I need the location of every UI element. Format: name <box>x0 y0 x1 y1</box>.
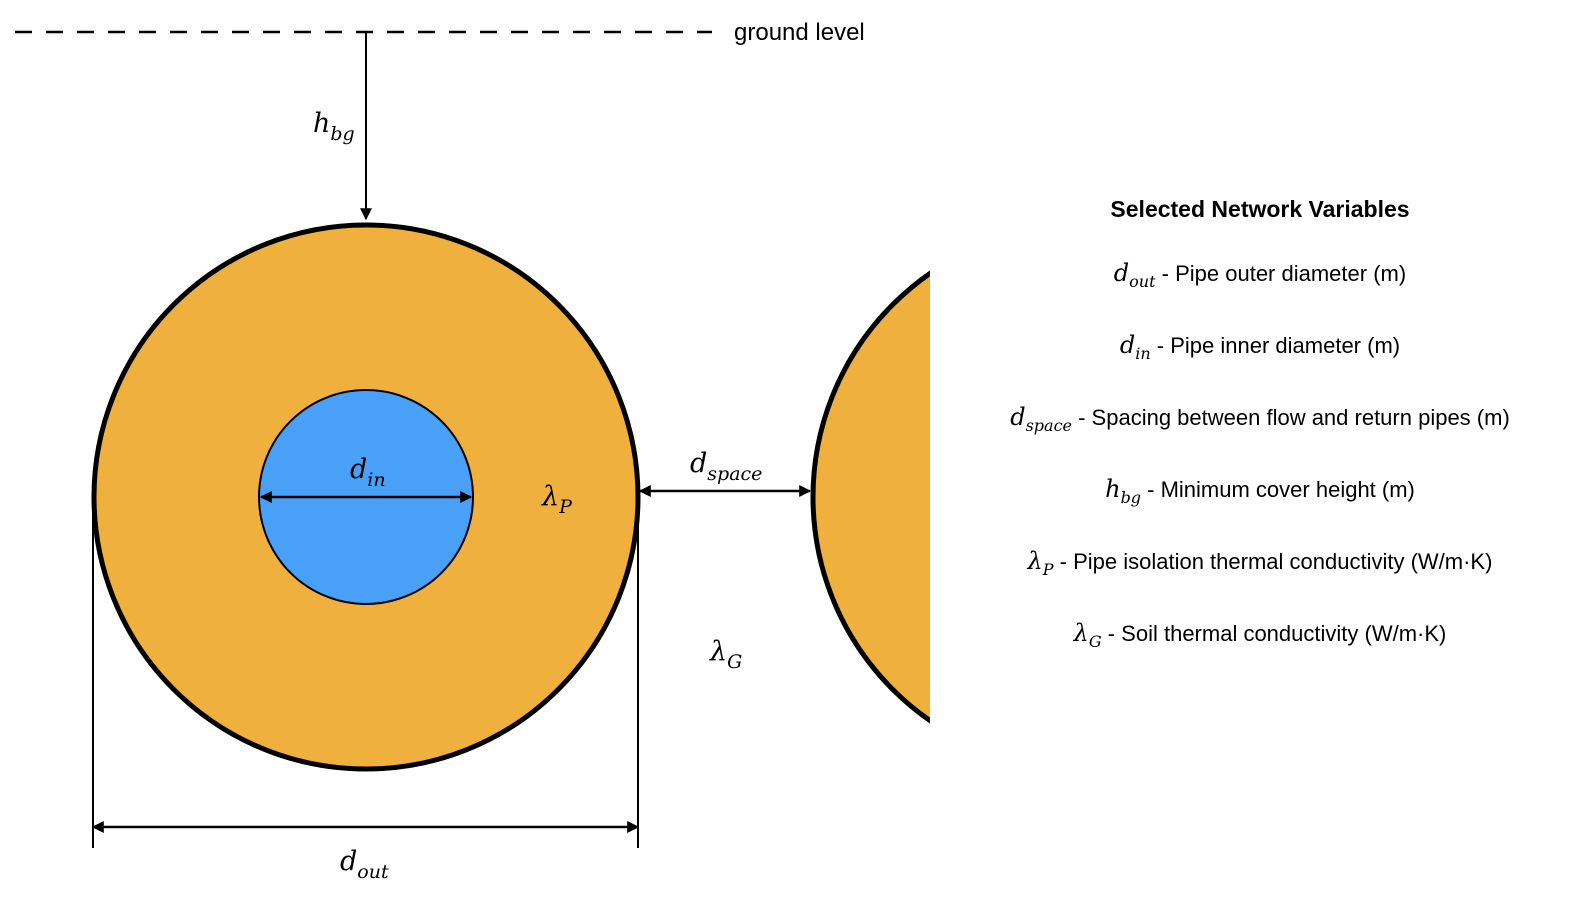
legend-title: Selected Network Variables <box>1110 196 1410 222</box>
legend-text: - Soil thermal conductivity (W/m·K) <box>1101 621 1447 646</box>
spacing-label: dspace <box>690 448 762 485</box>
legend-item-outer-diameter: dout - Pipe outer diameter (m) <box>960 253 1560 325</box>
legend-symbol: din <box>1119 331 1151 363</box>
cover-height-label: hbg <box>313 108 355 145</box>
soil-conductivity-label: λG <box>709 636 742 673</box>
legend-symbol: dspace <box>1010 403 1072 435</box>
ground-level-label: ground level <box>734 19 865 46</box>
legend-item-insulation-conductivity: λP - Pipe isolation thermal conductivity… <box>960 541 1560 613</box>
legend-item-soil-conductivity: λG - Soil thermal conductivity (W/m·K) <box>960 613 1560 685</box>
return-pipe-insulation <box>810 270 930 724</box>
legend-item-spacing: dspace - Spacing between flow and return… <box>960 397 1560 469</box>
outer-diameter-label: dout <box>340 846 389 883</box>
legend-item-inner-diameter: din - Pipe inner diameter (m) <box>960 325 1560 397</box>
legend-text: - Pipe outer diameter (m) <box>1155 261 1407 286</box>
legend-text: - Spacing between flow and return pipes … <box>1072 405 1510 430</box>
legend-text: - Pipe isolation thermal conductivity (W… <box>1053 549 1493 574</box>
legend-symbol: hbg <box>1105 475 1142 507</box>
insulation-conductivity-label: λP <box>541 481 573 518</box>
variables-legend: Selected Network Variables dout - Pipe o… <box>960 196 1560 685</box>
legend-text: - Pipe inner diameter (m) <box>1150 333 1401 358</box>
legend-symbol: λG <box>1073 619 1102 651</box>
legend-symbol: dout <box>1113 259 1156 291</box>
legend-symbol: λP <box>1027 547 1054 579</box>
inner-diameter-label: din <box>350 454 386 491</box>
legend-item-cover-height: hbg - Minimum cover height (m) <box>960 469 1560 541</box>
legend-text: - Minimum cover height (m) <box>1141 477 1415 502</box>
